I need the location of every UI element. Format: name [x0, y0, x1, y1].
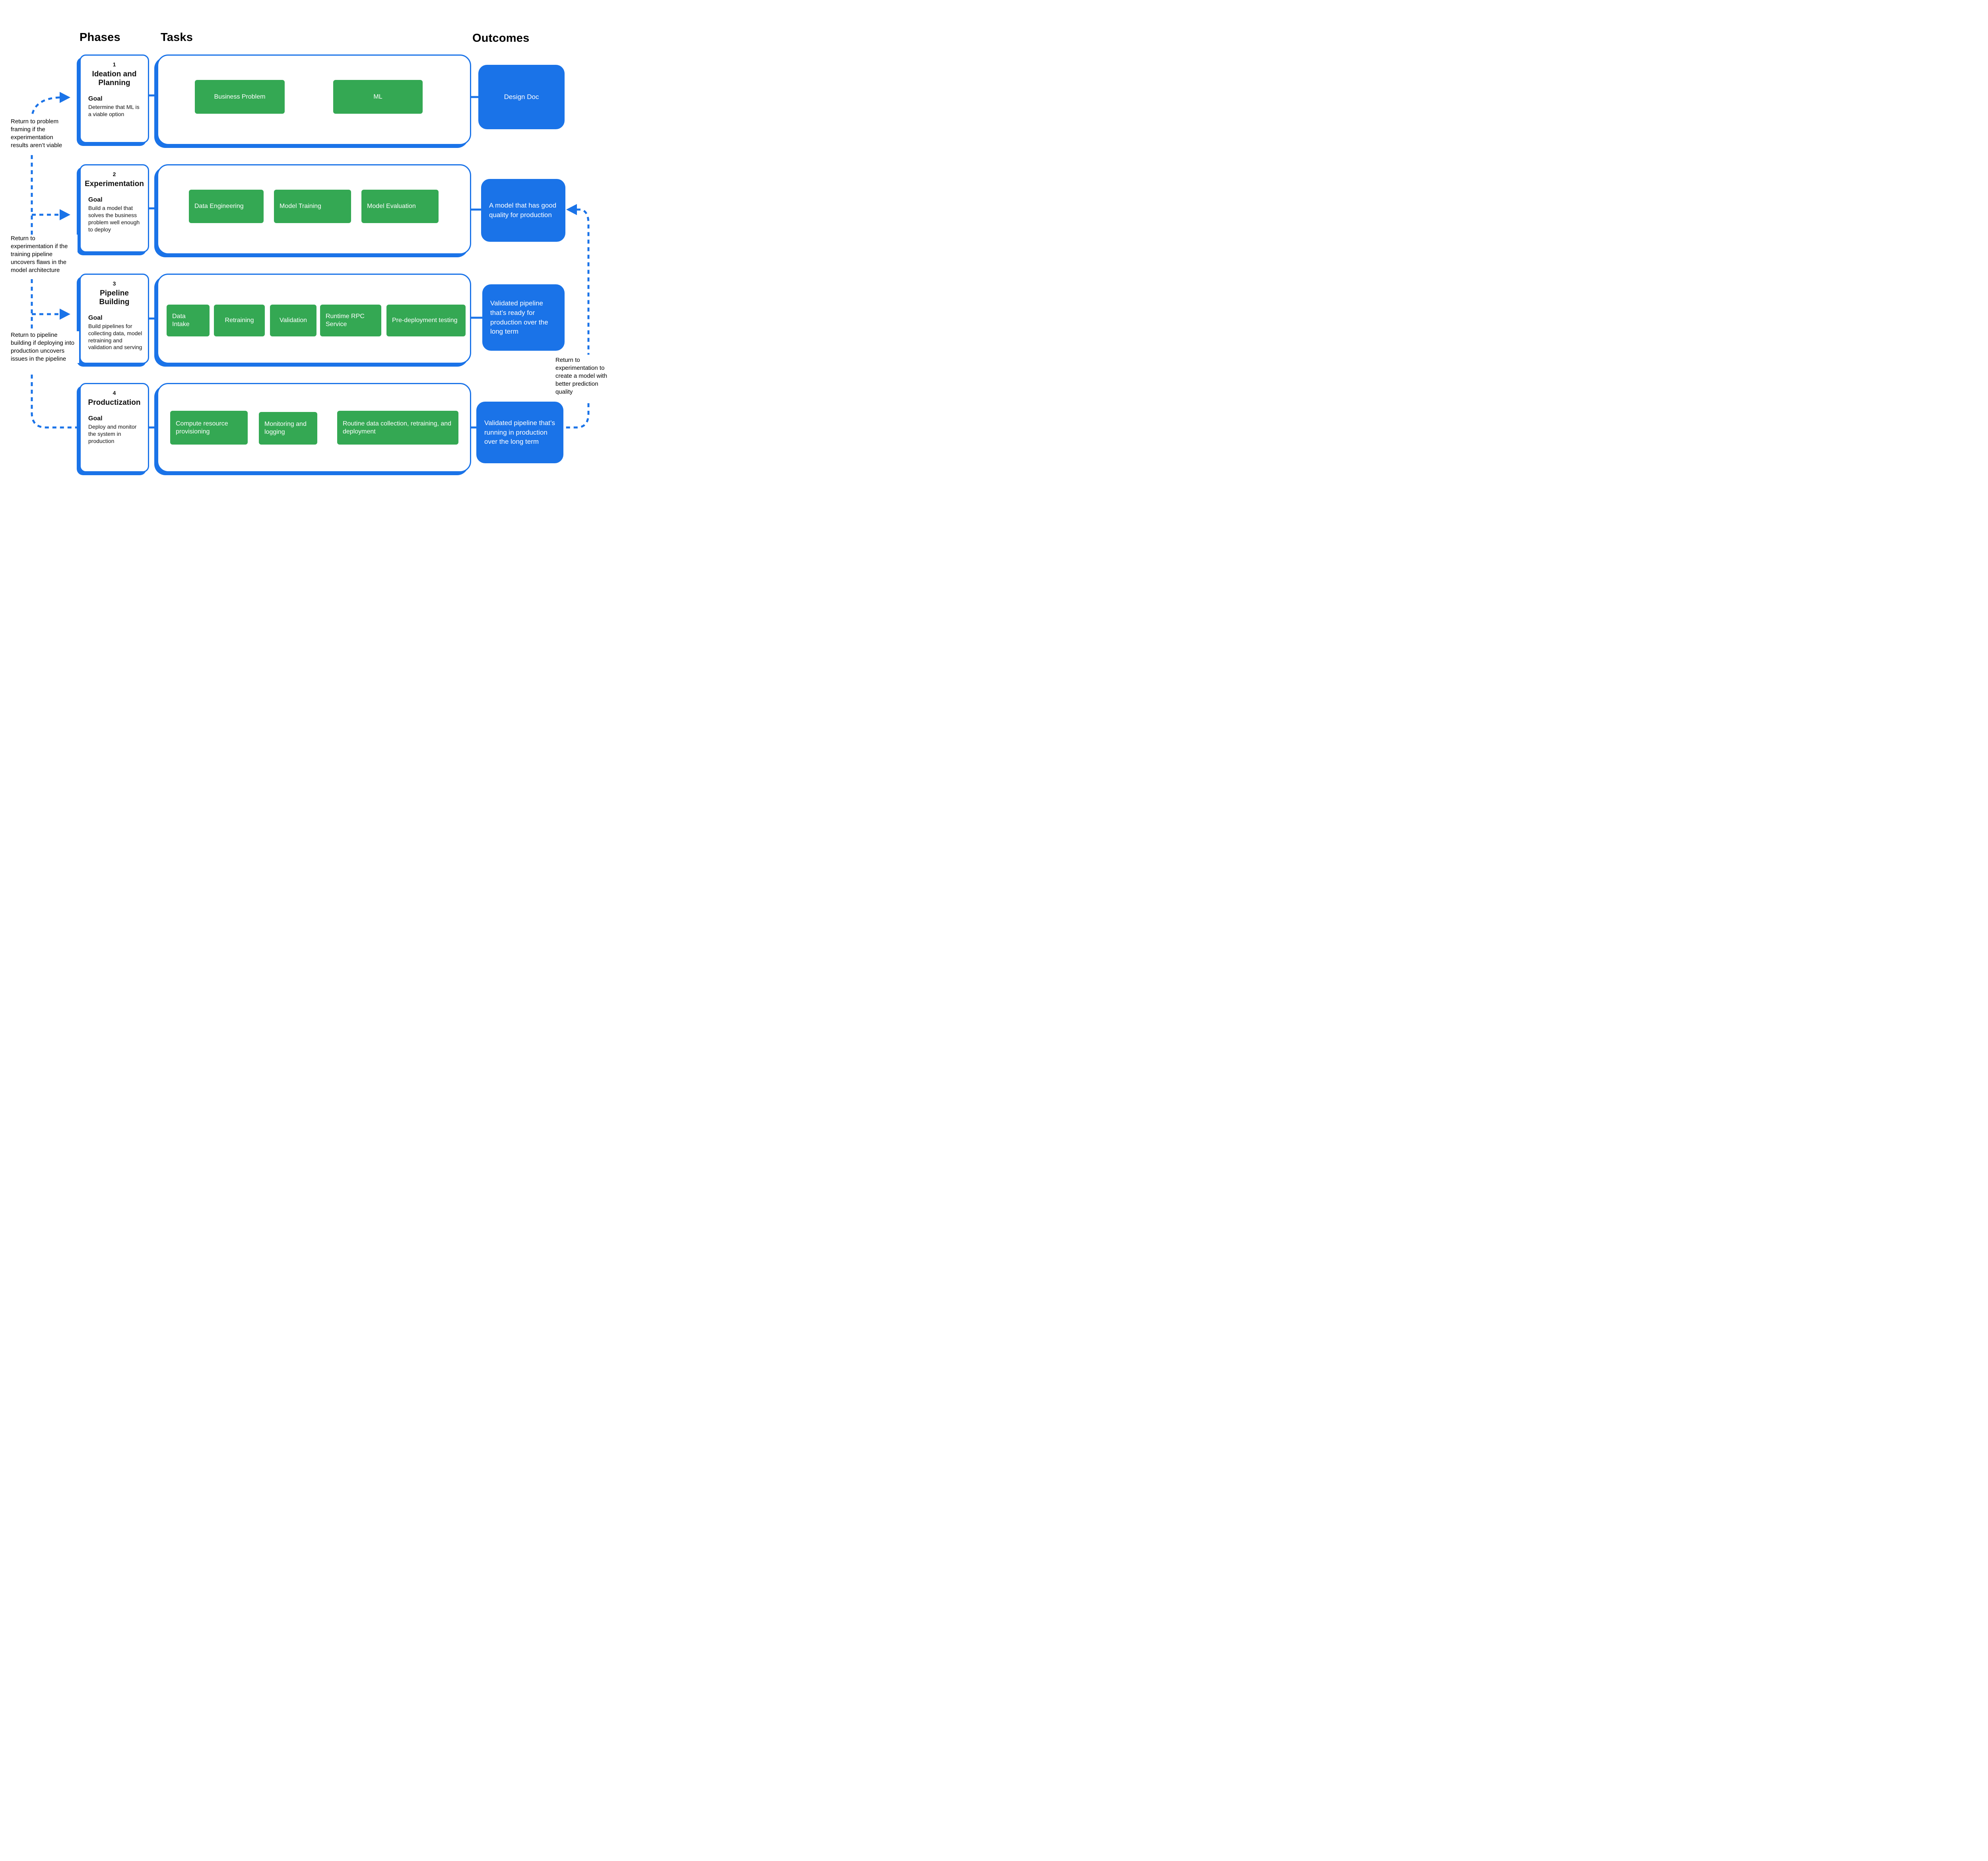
task-data-intake: Data Intake: [167, 305, 210, 336]
outcome-validated-pipeline-running: Validated pipeline that’s running in pro…: [476, 402, 563, 463]
task-label: Model Evaluation: [367, 203, 416, 210]
task-compute-resource-provisioning: Compute resource provisioning: [170, 411, 248, 445]
phase-title: Experimentation: [85, 180, 144, 188]
tasks-container-ideation-planning: Business Problem ML: [157, 54, 471, 145]
task-label: Monitoring and logging: [264, 421, 307, 435]
ml-workflow-diagram: Phases Tasks Outcomes 1 Ideation and Pla…: [0, 0, 615, 507]
return-note-pipeline-building: Return to pipeline building if deploying…: [11, 331, 79, 363]
return-note-problem-framing: Return to problem framing if the experim…: [11, 118, 70, 150]
outcome-label: Validated pipeline that’s ready for prod…: [490, 299, 548, 336]
task-routine-data-collection: Routine data collection, retraining, and…: [337, 411, 458, 445]
task-validation: Validation: [270, 305, 316, 336]
column-header-tasks: Tasks: [161, 31, 193, 44]
arrow-right-icon: [60, 92, 70, 103]
goal-label: Goal: [88, 415, 103, 422]
outcome-design-doc: Design Doc: [478, 65, 565, 129]
task-label: Retraining: [225, 317, 254, 324]
task-label: Data Intake: [172, 313, 190, 328]
outcome-label: A model that has good quality for produc…: [489, 202, 557, 219]
task-label: Pre-deployment testing: [392, 317, 458, 324]
task-label: Validation: [279, 317, 307, 324]
phase-title: Ideation and Planning: [92, 70, 137, 87]
goal-text: Deploy and monitor the system in product…: [88, 423, 137, 444]
task-data-engineering: Data Engineering: [189, 190, 264, 223]
task-runtime-rpc-service: Runtime RPC Service: [320, 305, 381, 336]
task-pre-deployment-testing: Pre-deployment testing: [386, 305, 466, 336]
goal-text: Build pipelines for collecting data, mod…: [88, 322, 142, 351]
phase-card-ideation-planning: 1 Ideation and Planning Goal Determine t…: [80, 54, 149, 143]
task-business-problem: Business Problem: [195, 80, 285, 114]
phase-card-experimentation: 2 Experimentation Goal Build a model tha…: [80, 164, 149, 253]
phase-number: 3: [113, 280, 116, 287]
arrow-left-icon: [566, 204, 577, 215]
outcome-validated-pipeline-ready: Validated pipeline that’s ready for prod…: [482, 284, 565, 351]
phase-number: 4: [113, 390, 116, 396]
phase-title: Productization: [88, 398, 141, 407]
task-model-evaluation: Model Evaluation: [361, 190, 439, 223]
return-note-experimentation: Return to experimentation if the trainin…: [11, 235, 78, 274]
task-model-training: Model Training: [274, 190, 351, 223]
outcome-label: Validated pipeline that’s running in pro…: [484, 419, 555, 446]
task-label: Business Problem: [214, 93, 266, 100]
arrow-right-icon: [60, 309, 70, 320]
task-label: ML: [373, 93, 382, 100]
task-ml: ML: [333, 80, 423, 114]
phase-card-productization: 4 Productization Goal Deploy and monitor…: [80, 383, 149, 472]
tasks-container-experimentation: Data Engineering Model Training Model Ev…: [157, 164, 471, 254]
outcome-label: Design Doc: [504, 93, 539, 101]
return-path-right: [565, 204, 590, 429]
phase-number: 1: [113, 61, 116, 68]
phase-number: 2: [113, 171, 116, 177]
phase-task-connectors: [148, 94, 483, 429]
return-note-better-prediction: Return to experimentation to create a mo…: [555, 356, 615, 396]
tasks-container-productization: Compute resource provisioning Monitoring…: [157, 383, 471, 472]
tasks-container-pipeline-building: Data Intake Retraining Validation Runtim…: [157, 274, 471, 364]
goal-text: Determine that ML is a viable option: [88, 103, 140, 117]
goal-label: Goal: [88, 314, 103, 321]
column-header-phases: Phases: [80, 31, 120, 44]
arrow-right-icon: [60, 209, 70, 220]
task-label: Compute resource provisioning: [176, 420, 228, 435]
goal-label: Goal: [88, 95, 103, 102]
return-path-left: [31, 92, 77, 429]
task-monitoring-and-logging: Monitoring and logging: [259, 412, 317, 445]
goal-label: Goal: [88, 196, 103, 203]
column-header-outcomes: Outcomes: [472, 32, 530, 45]
phase-card-pipeline-building: 3 Pipeline Building Goal Build pipelines…: [80, 274, 149, 364]
outcome-quality-model: A model that has good quality for produc…: [481, 179, 565, 242]
task-retraining: Retraining: [214, 305, 265, 336]
phase-title: Pipeline Building: [99, 289, 130, 306]
goal-text: Build a model that solves the business p…: [88, 204, 140, 233]
task-label: Runtime RPC Service: [326, 313, 365, 328]
task-label: Model Training: [280, 203, 321, 210]
task-label: Data Engineering: [194, 203, 244, 210]
task-label: Routine data collection, retraining, and…: [343, 420, 452, 435]
